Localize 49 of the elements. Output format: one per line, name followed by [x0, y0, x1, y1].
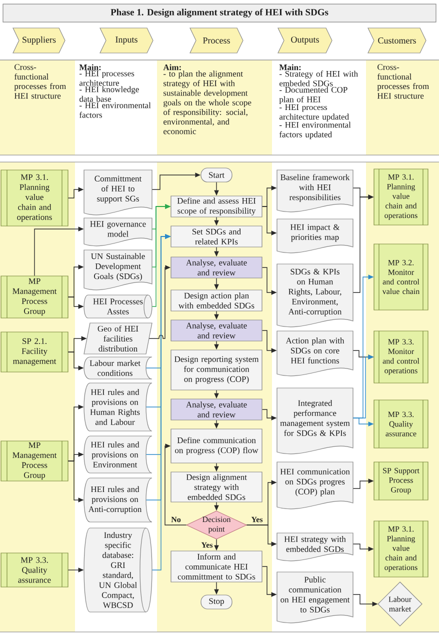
process-box: Define and assess HEI scope of responsibility: [170, 196, 262, 218]
database-cylinder: Industry specific database: GRI standard, UN Global Compact, WBCSD: [84, 528, 152, 612]
process-box: Analyse, evaluate and review: [170, 256, 262, 278]
predefined-process-box: MP 3.1. Planning value chain and operations: [374, 520, 428, 578]
predefined-process-box: SP 2.1. Facility management: [0, 332, 68, 372]
list-item: - to plan the alignment strategy of HEI with sustainable development goals on the whole scope of responsibility: social, environmental, and economic: [164, 70, 252, 134]
chevron-header: Customers: [368, 28, 426, 54]
process-box: Set SDGs and related KPIs: [170, 226, 262, 248]
chevron-header: Inputs: [100, 28, 154, 54]
process-box: Design action plan with embedded SDGs: [170, 290, 262, 312]
predefined-process-box: MP Management Process Group: [0, 276, 68, 318]
arrow: [164, 444, 187, 526]
heading-text: Main:: [279, 64, 301, 70]
edge-label: Yes: [250, 516, 264, 523]
process-box: Analyse, evaluate and review: [170, 398, 262, 420]
terminator: Stop: [200, 594, 232, 610]
description-text: Cross-functional processes from HEI structure: [14, 64, 66, 99]
predefined-process-box: MP 3.2. Monitor and control value chain: [374, 244, 428, 310]
process-box: Design alignment strategy with embedded SDGs: [170, 472, 262, 502]
edge-label: No: [170, 516, 182, 523]
chevron-header: Process: [190, 28, 244, 54]
process-box: Design reporting system for communication on progress (COP): [170, 350, 262, 390]
heading-text: Aim:: [163, 64, 181, 70]
list-item: - HEI process architecture updated: [280, 104, 349, 122]
list-item: - HEI environmental factors: [79, 102, 151, 118]
process-box: Define communication on progress (COP) flow: [170, 428, 262, 464]
list-item: - HEI knowledge data base: [80, 86, 139, 102]
predefined-process-box: MP 3.3. Quality assurance: [0, 552, 68, 588]
list-item: - Strategy of HEI with embeded SDGs: [280, 70, 358, 86]
predefined-process-box: MP 3.3. Quality assurance: [374, 400, 428, 448]
predefined-process-box: MP 3.1. Planning value chain and operations: [374, 168, 428, 226]
database-cylinder: HEI Processes Asstes: [84, 294, 152, 318]
edge-label: Yes: [200, 542, 214, 548]
data-parallelogram: Geo of HEI facilities distribution: [84, 322, 152, 354]
process-box: Analyse, evaluate and review: [170, 320, 262, 342]
predefined-process-box: MP 3.3. Monitor and control operations: [374, 330, 428, 384]
heading-text: Main:: [79, 64, 101, 70]
list-item: - Documented COP plan of HEI: [279, 86, 348, 104]
chevron-header: Suppliers: [12, 28, 66, 54]
list-item: - HEI processes architecture: [80, 70, 134, 86]
predefined-process-box: MP Management Process Group: [0, 440, 68, 482]
process-box: Inform and communicate HEI committment to SDGs: [170, 550, 262, 582]
terminator: Start: [200, 168, 232, 182]
list-item: - HEI environmental factors updated: [279, 122, 351, 140]
title-bar: Phase 1. Design alignment strategy of HEI with SDGs: [2, 4, 436, 22]
predefined-process-box: MP 3.1. Planning value chain and operations: [0, 170, 68, 226]
predefined-process-box: SP Support Process Group: [374, 462, 428, 500]
chevron-header: Outputs: [278, 28, 332, 54]
description-text: Cross-functional processes from HEI structure: [377, 64, 429, 99]
